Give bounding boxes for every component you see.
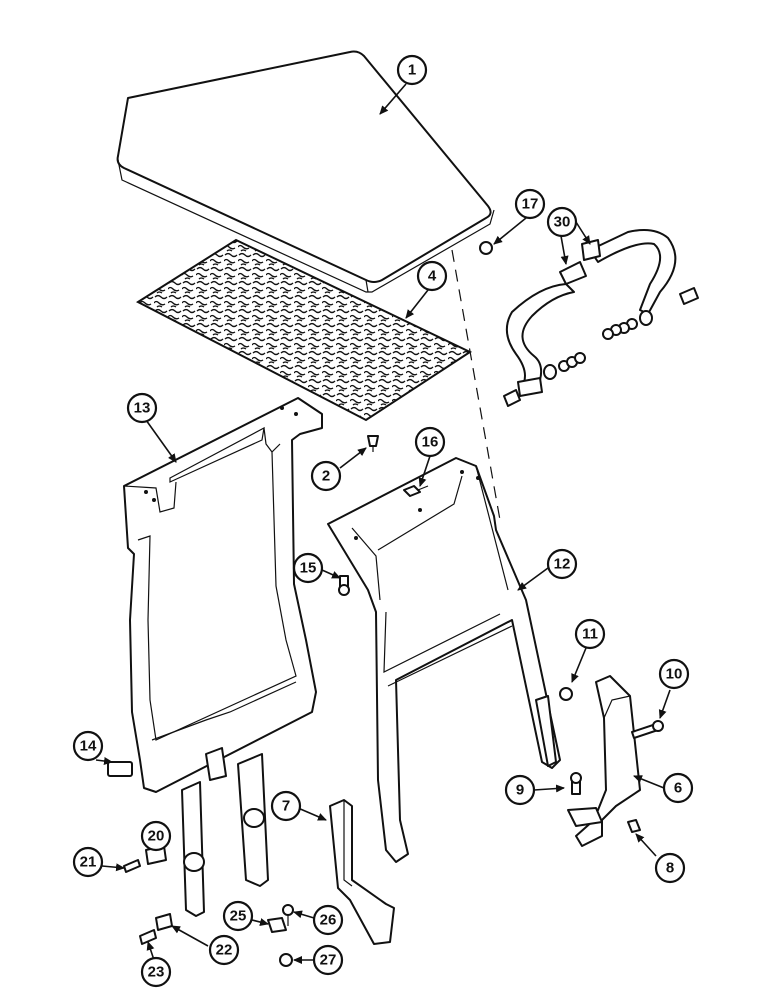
callout-30: 30 — [546, 206, 578, 238]
leader-lines — [95, 83, 671, 964]
callout-1-label: 1 — [408, 62, 416, 79]
callout-14: 14 — [72, 730, 104, 762]
seat-belt-assembly — [505, 229, 677, 397]
push-fastener — [367, 435, 379, 452]
alignment-line — [451, 249, 501, 521]
callout-11: 11 — [574, 618, 606, 650]
callout-20-label: 20 — [148, 828, 165, 845]
roof-panel — [116, 50, 495, 293]
callout-13: 13 — [126, 392, 158, 424]
nut-17 — [479, 241, 493, 255]
callout-1: 1 — [396, 54, 428, 86]
callout-14-label: 14 — [80, 738, 97, 755]
callout-17: 17 — [514, 188, 546, 220]
front-frame — [327, 457, 561, 863]
callout-10-label: 10 — [666, 666, 683, 683]
callout-6-label: 6 — [674, 780, 682, 797]
callout-16-label: 16 — [422, 434, 439, 451]
callout-21-label: 21 — [80, 854, 97, 871]
bolt-26 — [282, 904, 294, 926]
bolt-9 — [570, 772, 582, 795]
bolt-15 — [338, 575, 350, 596]
callout-26-label: 26 — [320, 912, 337, 929]
small-pad — [107, 761, 133, 777]
callout-13-label: 13 — [134, 400, 151, 417]
callout-4-label: 4 — [428, 268, 437, 285]
callout-22: 22 — [208, 934, 240, 966]
clip-22 — [155, 913, 173, 931]
callout-17-label: 17 — [522, 196, 539, 213]
callout-8: 8 — [654, 852, 686, 884]
callout-8-label: 8 — [666, 860, 674, 877]
callout-25: 25 — [222, 900, 254, 932]
callout-23: 23 — [140, 956, 172, 988]
nut-11 — [559, 687, 573, 701]
callout-23-label: 23 — [148, 964, 165, 981]
bolt-10 — [631, 720, 664, 739]
mounting-plate — [329, 799, 395, 945]
callout-4: 4 — [416, 260, 448, 292]
bolt-8 — [627, 819, 641, 833]
callout-16: 16 — [414, 426, 446, 458]
bolt-16 — [403, 485, 429, 497]
callout-15: 15 — [292, 552, 324, 584]
belt-hardware — [503, 287, 699, 407]
callout-10: 10 — [658, 658, 690, 690]
rear-frame — [123, 397, 323, 917]
callout-11-label: 11 — [582, 626, 598, 643]
callout-30-label: 30 — [554, 214, 571, 231]
callout-2: 2 — [310, 460, 342, 492]
bolt-23 — [139, 929, 157, 945]
callout-27-label: 27 — [320, 952, 337, 969]
callout-2-label: 2 — [322, 468, 330, 485]
callout-25-label: 25 — [230, 908, 247, 925]
callout-6: 6 — [662, 772, 694, 804]
bolt-21 — [123, 859, 141, 873]
callout-22-label: 22 — [216, 942, 233, 959]
callout-27: 27 — [312, 944, 344, 976]
callout-12-label: 12 — [554, 556, 571, 573]
callout-20: 20 — [140, 820, 172, 852]
nut-27 — [279, 953, 293, 967]
callout-9: 9 — [504, 774, 536, 806]
side-bracket — [567, 675, 641, 847]
callout-7-label: 7 — [282, 798, 290, 815]
clip-25 — [267, 917, 287, 933]
callout-12: 12 — [546, 548, 578, 580]
callout-9-label: 9 — [516, 782, 524, 799]
callout-7: 7 — [270, 790, 302, 822]
callout-15-label: 15 — [300, 560, 317, 577]
callout-21: 21 — [72, 846, 104, 878]
callout-26: 26 — [312, 904, 344, 936]
